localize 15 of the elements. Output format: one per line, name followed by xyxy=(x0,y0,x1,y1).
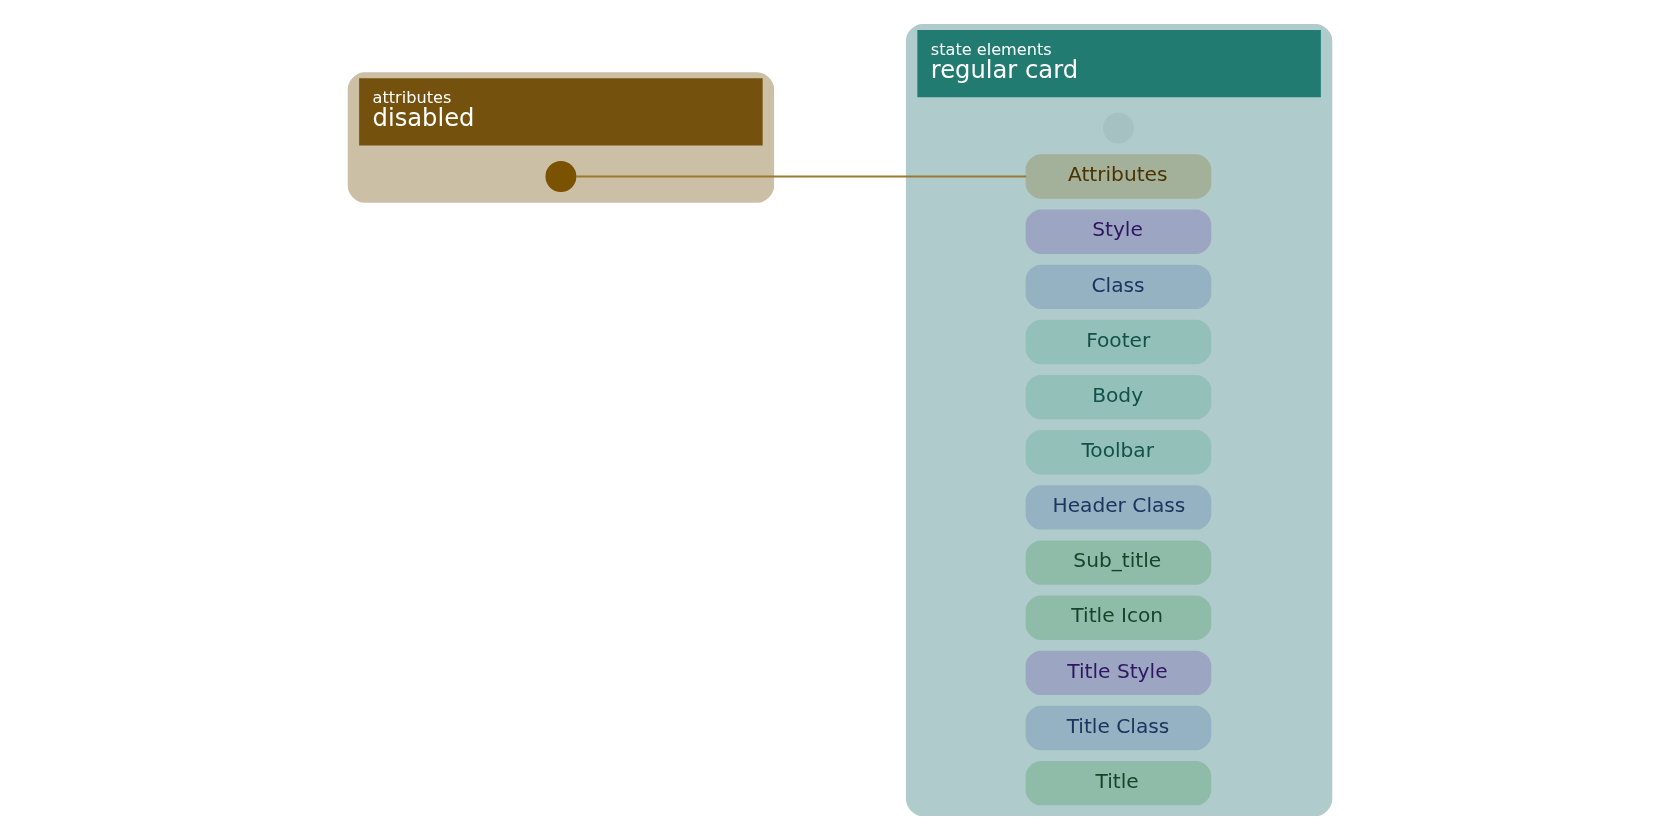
node-box: Title Class xyxy=(1025,705,1212,751)
node-box: Footer xyxy=(1025,319,1212,365)
node-box: Sub_title xyxy=(1025,540,1212,585)
node-box: Title Icon xyxy=(1025,595,1212,640)
connector xyxy=(575,175,1027,178)
node-box: Class xyxy=(1025,264,1212,310)
node-box: Style xyxy=(1025,209,1212,254)
cluster: attributes disabled xyxy=(347,72,775,203)
node-box: Title Style xyxy=(1025,650,1212,696)
node-box: Title xyxy=(1025,760,1212,806)
node-circle xyxy=(545,161,577,192)
node-box: Toolbar xyxy=(1025,430,1212,475)
node-box: Header Class xyxy=(1025,485,1212,530)
node-box: Attributes xyxy=(1025,154,1212,199)
node-box: Body xyxy=(1025,374,1212,420)
